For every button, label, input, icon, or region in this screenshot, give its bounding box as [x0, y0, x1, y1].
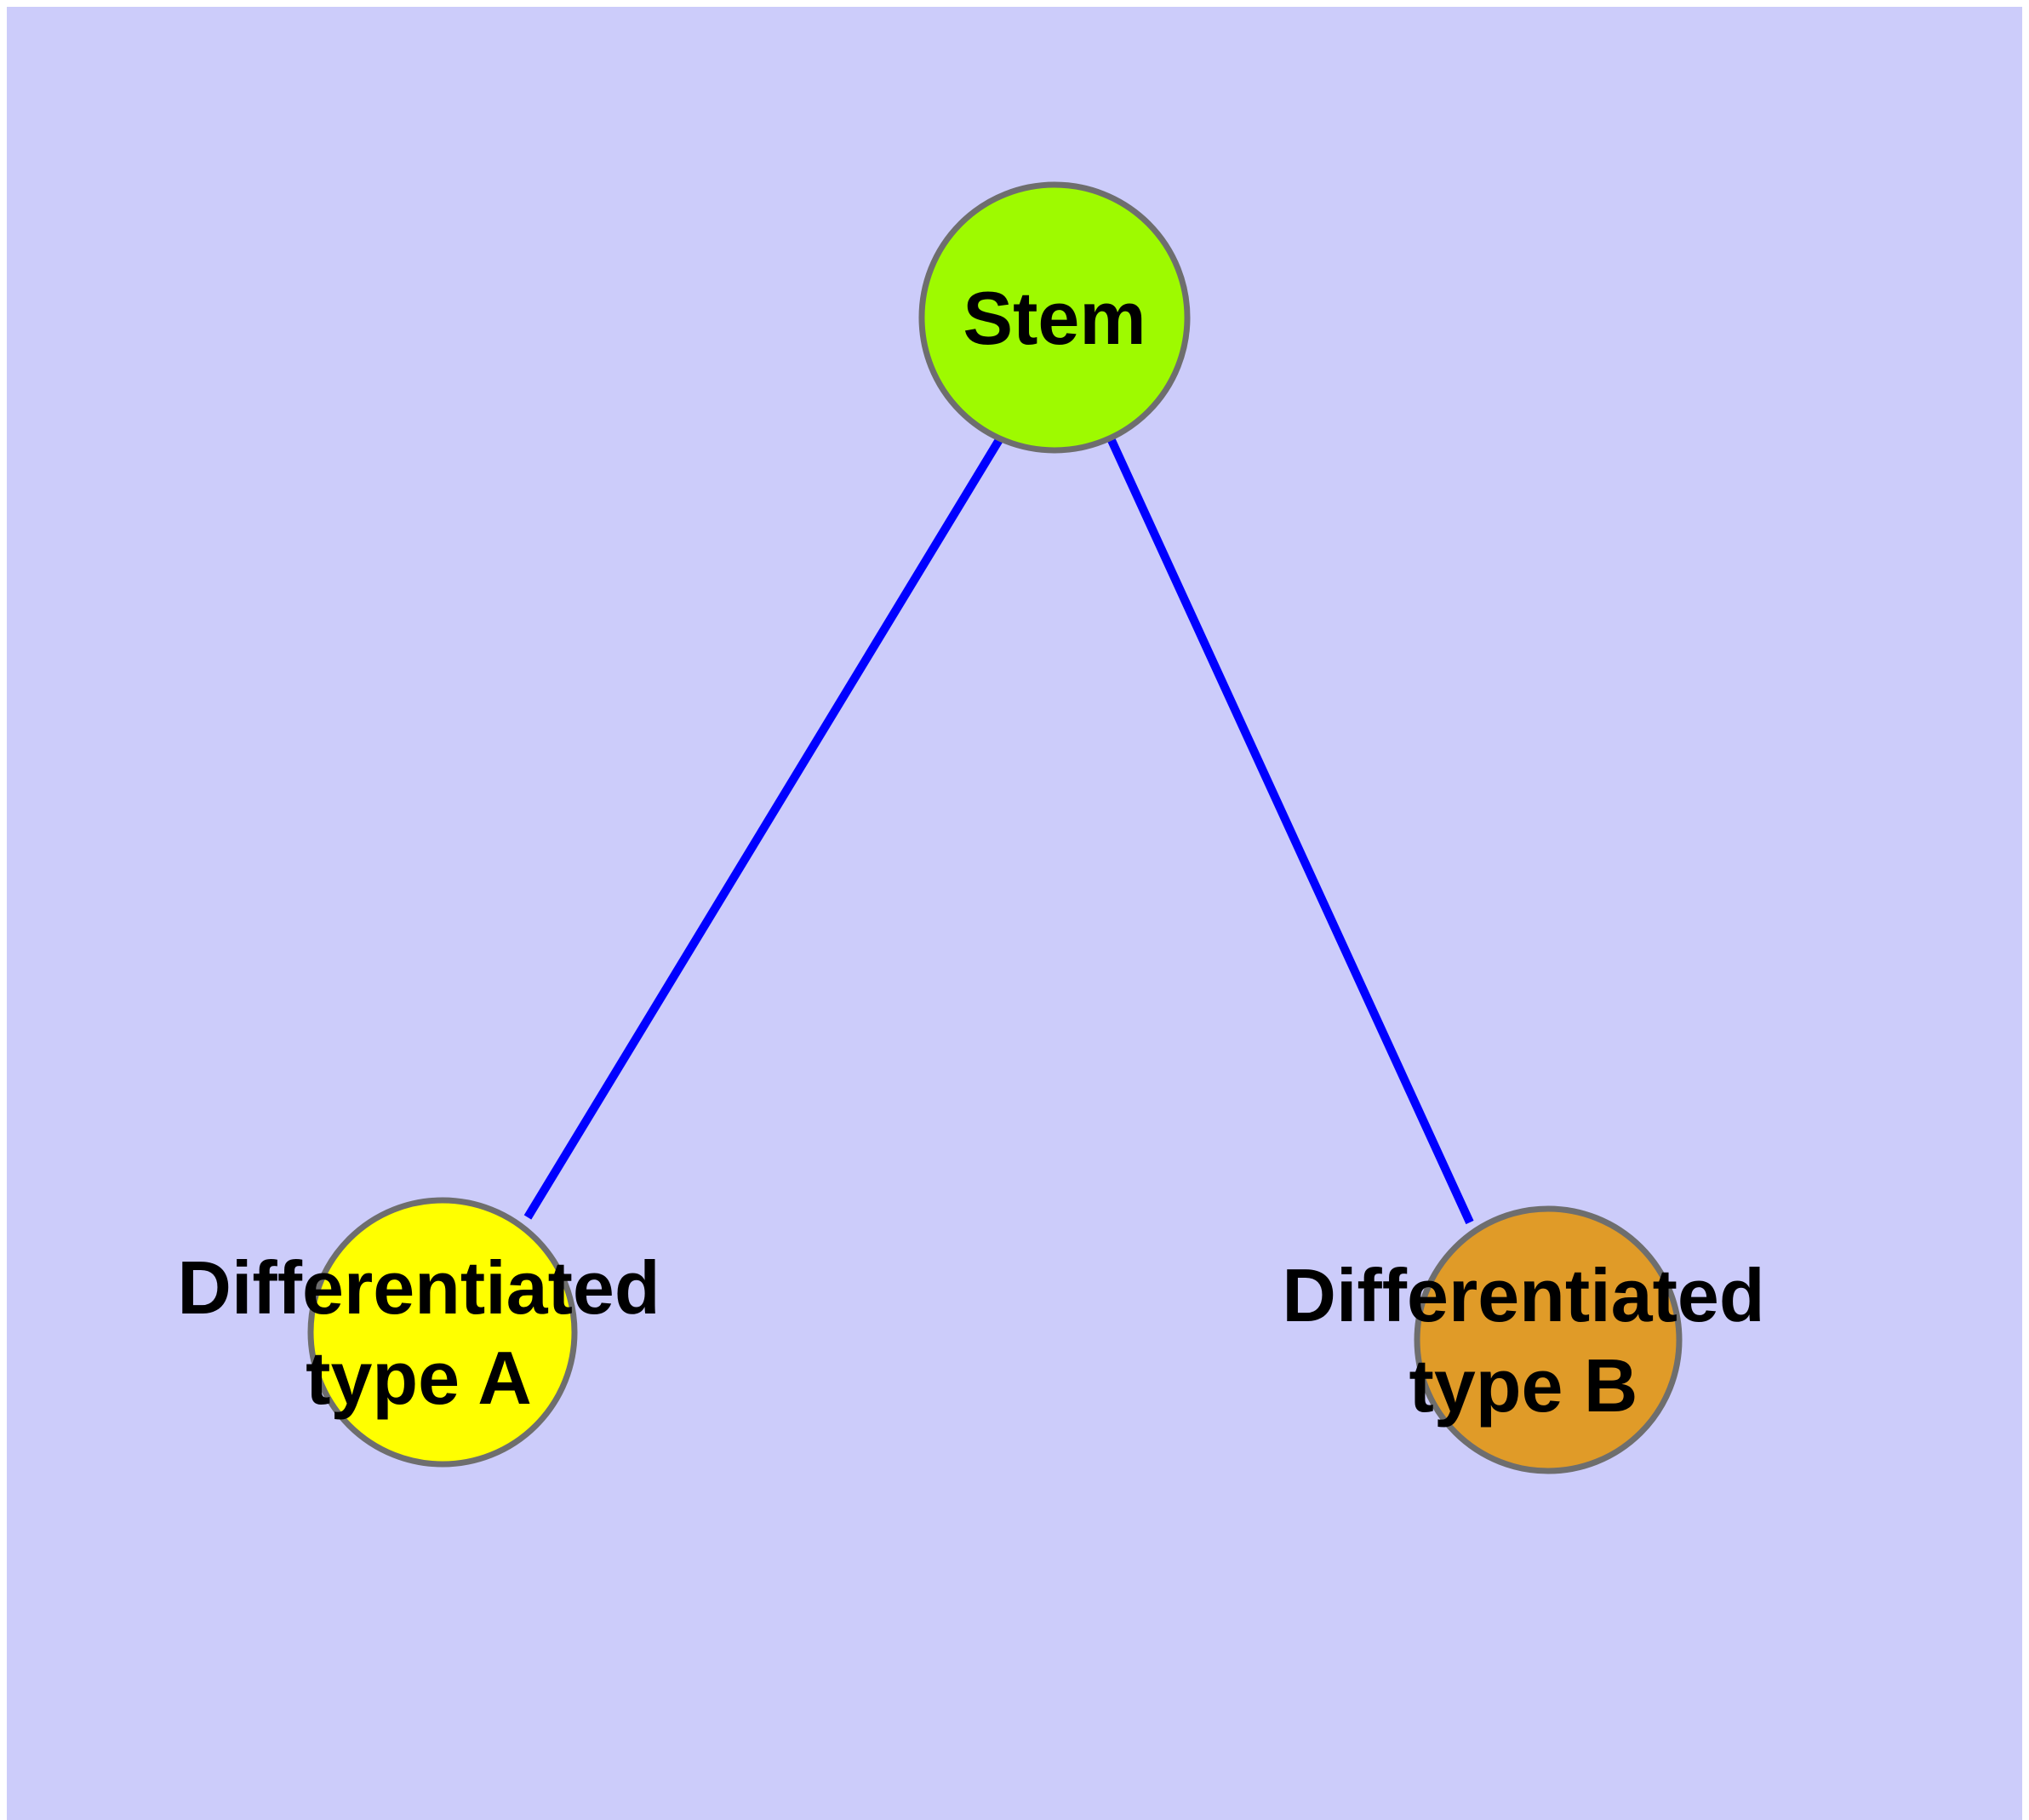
- node-label-line: type B: [1409, 1343, 1638, 1428]
- nodes-layer: [307, 181, 1683, 1474]
- node-diff_b[interactable]: [1414, 1205, 1683, 1474]
- node-label-stem: Stem: [963, 276, 1146, 360]
- edges-layer: [523, 436, 1474, 1225]
- node-label-line: Differentiated: [1282, 1253, 1764, 1337]
- node-stem[interactable]: [918, 181, 1191, 454]
- edge-stem-to-diff_a: [523, 436, 1004, 1220]
- node-diff_a[interactable]: [307, 1197, 578, 1468]
- node-label-line: Stem: [963, 276, 1146, 360]
- node-label-line: type A: [306, 1336, 532, 1420]
- edge-stem-to-diff_b: [1106, 436, 1474, 1225]
- node-label-line: Differentiated: [177, 1245, 660, 1330]
